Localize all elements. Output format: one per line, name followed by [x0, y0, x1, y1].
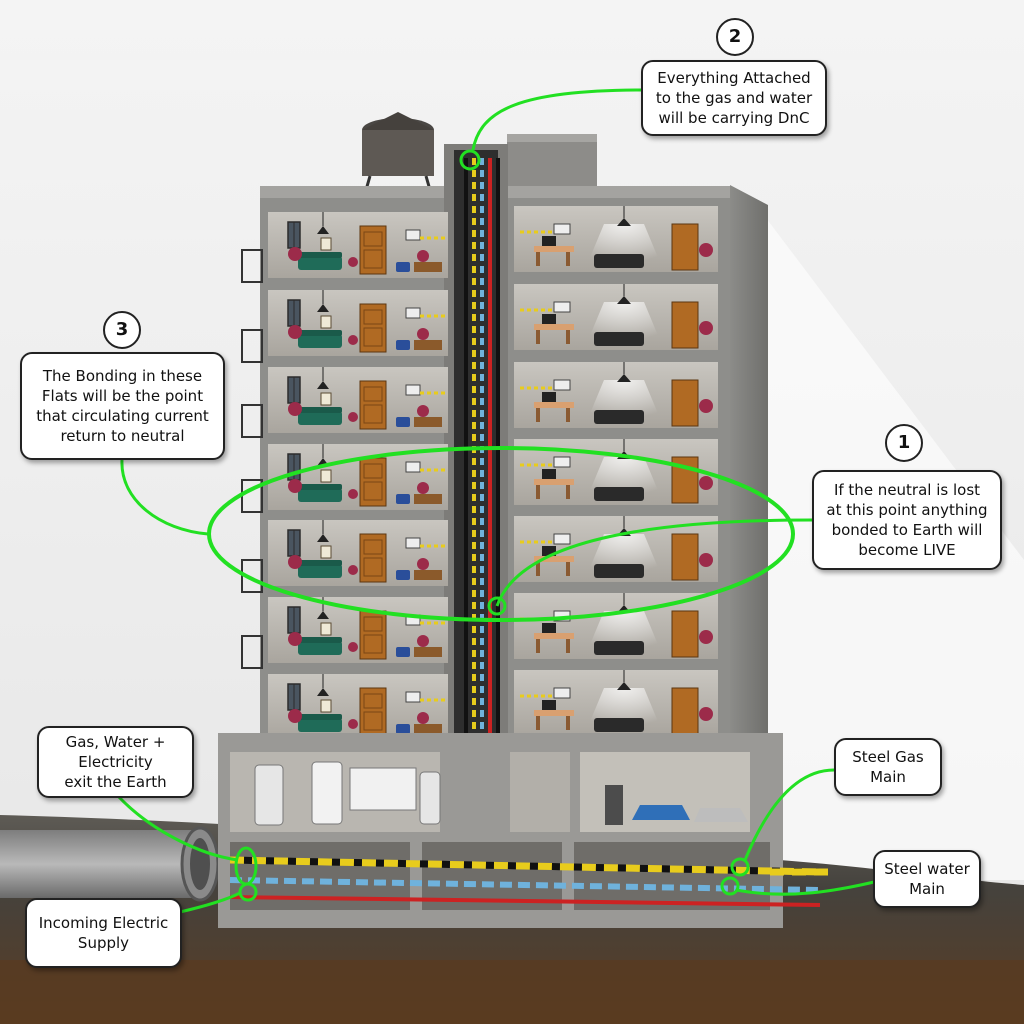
callout-incoming-supply-text: Incoming Electric Supply: [38, 914, 169, 952]
leader-gas: [743, 768, 835, 861]
leader-supply: [179, 891, 241, 914]
top-riser-marker: [459, 149, 481, 171]
neutral-loss-marker: [487, 596, 507, 616]
callout-steel-gas-main-text: Steel Gas Main: [852, 748, 924, 786]
roof-vent-block: [507, 134, 597, 189]
marker-1: 1: [885, 424, 923, 462]
callout-steel-water-main-text: Steel water Main: [884, 860, 970, 898]
callout-neutral-lost-text: If the neutral is lost at this point any…: [826, 481, 988, 559]
callout-dnc: Everything Attached to the gas and water…: [641, 60, 827, 136]
basement-level: [218, 733, 830, 928]
water-tower: [362, 112, 434, 191]
leader-exit: [116, 794, 239, 862]
gas-main-marker: [730, 857, 750, 877]
incoming-service-pipe: [0, 826, 220, 902]
highlight-markers: [116, 88, 875, 914]
right-flats: [512, 204, 720, 738]
leader-3: [120, 459, 209, 536]
callout-dnc-text: Everything Attached to the gas and water…: [655, 69, 813, 127]
callout-gas-water-exit-text: Gas, Water + Electricity exit the Earth: [64, 733, 167, 791]
water-main-marker: [720, 876, 740, 896]
callout-steel-water-main: Steel water Main: [873, 850, 981, 908]
callout-bonding-text: The Bonding in these Flats will be the p…: [36, 367, 209, 445]
callout-gas-water-exit: Gas, Water + Electricity exit the Earth: [37, 726, 194, 798]
callout-bonding: The Bonding in these Flats will be the p…: [20, 352, 225, 460]
leader-water: [735, 880, 875, 896]
callout-steel-gas-main: Steel Gas Main: [834, 738, 942, 796]
leader-2: [471, 88, 644, 151]
callout-incoming-supply: Incoming Electric Supply: [25, 898, 182, 968]
left-flats: [266, 210, 450, 742]
marker-3: 3: [103, 311, 141, 349]
marker-2: 2: [716, 18, 754, 56]
bonding-zone-ellipse: [207, 446, 795, 622]
callout-neutral-lost: If the neutral is lost at this point any…: [812, 470, 1002, 570]
leader-1: [495, 518, 813, 607]
supply-marker: [238, 882, 258, 902]
